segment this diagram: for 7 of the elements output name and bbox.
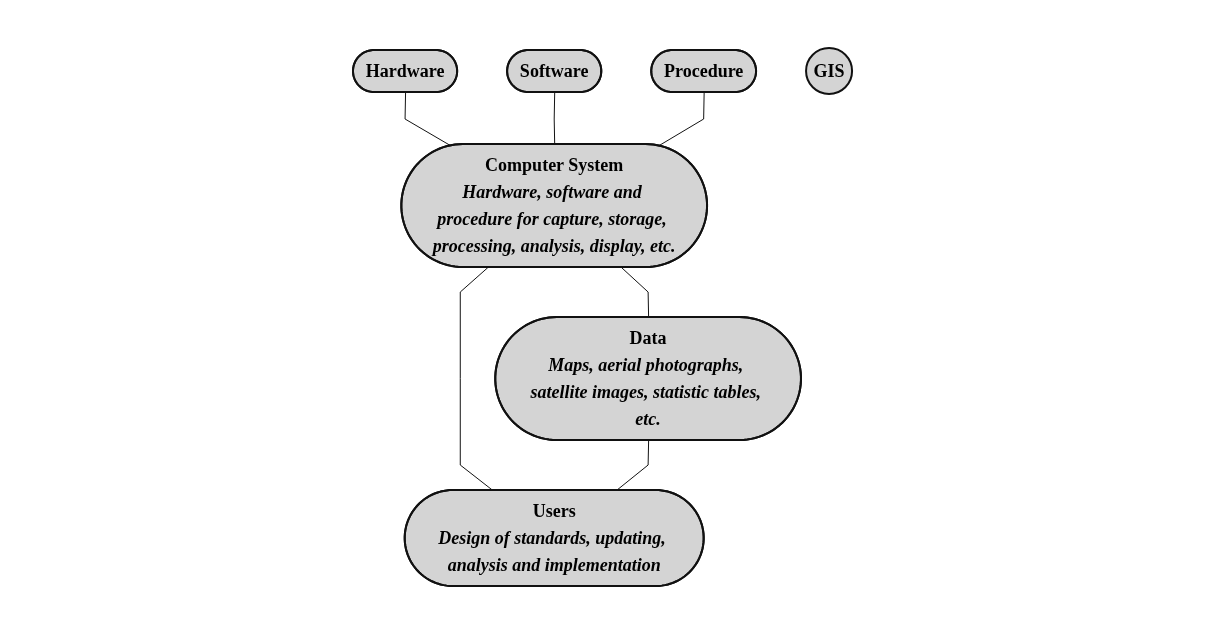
connector xyxy=(615,440,650,492)
connector xyxy=(459,267,494,492)
connector xyxy=(553,92,556,146)
connector xyxy=(404,92,452,147)
node-circle: GIS xyxy=(805,47,854,96)
connector xyxy=(658,92,705,147)
connector xyxy=(620,267,650,319)
